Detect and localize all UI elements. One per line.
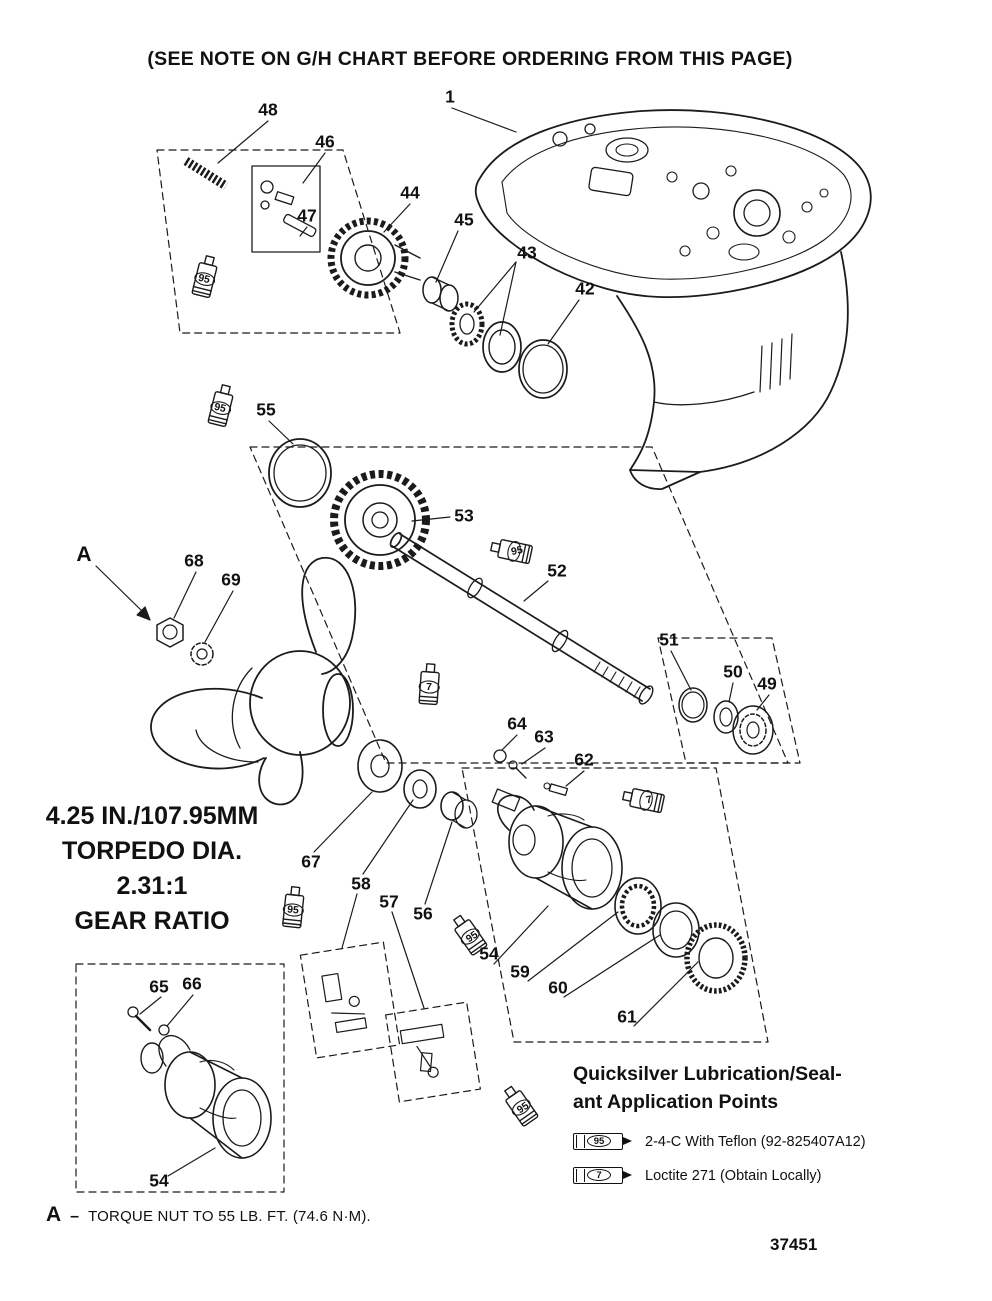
dashed-zone-boxes — [75, 149, 801, 1193]
lube-tubes — [191, 255, 665, 1127]
lube-legend: Quicksilver Lubrication/Seal- ant Applic… — [573, 1060, 973, 1184]
gear-spec-block: 4.25 IN./107.95MM TORPEDO DIA. 2.31:1 GE… — [0, 799, 326, 939]
callout-54-lower: 54 — [149, 1170, 169, 1191]
legend-item-loctite: 7 Loctite 271 (Obtain Locally) — [573, 1167, 973, 1184]
footnote-text: TORQUE NUT TO 55 LB. FT. (74.6 N·M). — [88, 1208, 371, 1225]
pinion-gear-stack — [327, 217, 568, 399]
callout-65: 65 — [149, 976, 169, 997]
callout-42: 42 — [575, 278, 595, 299]
callout-1: 1 — [445, 86, 455, 107]
legend-item-teflon: 95 2-4-C With Teflon (92-825407A12) — [573, 1133, 973, 1150]
callout-51: 51 — [659, 629, 679, 650]
callout-58: 58 — [351, 873, 371, 894]
tube-code-95-3: 95 — [510, 543, 524, 559]
callout-64: 64 — [507, 713, 527, 734]
thrust-washers-shape — [357, 739, 569, 829]
legend-item-text: 2-4-C With Teflon (92-825407A12) — [645, 1133, 866, 1150]
callout-49: 49 — [757, 673, 777, 694]
bearing-carrier-shape — [491, 788, 623, 910]
callout-59: 59 — [510, 961, 530, 982]
spec-torpedo-label: TORPEDO DIA. — [61, 837, 243, 865]
legend-title: Quicksilver Lubrication/Seal- ant Applic… — [573, 1060, 973, 1116]
hardware-box-2-shape — [399, 1023, 445, 1078]
callout-48: 48 — [258, 99, 278, 120]
leader-lines — [95, 107, 770, 1177]
tube-code-7-1: 7 — [426, 681, 432, 693]
callout-43: 43 — [517, 242, 537, 263]
legend-item-text: Loctite 271 (Obtain Locally) — [645, 1167, 822, 1184]
callout-62: 62 — [574, 749, 594, 770]
callout-47: 47 — [297, 205, 317, 226]
arrowhead-a — [136, 606, 151, 621]
legend-title-line2: ant Application Points — [573, 1091, 779, 1113]
lube-tube-icon: 95 — [573, 1133, 632, 1150]
o-ring-55-shape — [268, 438, 332, 508]
callout-67: 67 — [301, 851, 321, 872]
drawing-number: 37451 — [770, 1235, 818, 1254]
callout-68: 68 — [184, 550, 204, 571]
gear-housing-shape — [474, 109, 872, 490]
tube-code-label: 95 — [587, 1135, 611, 1148]
spec-gear-ratio-value: 2.31:1 — [116, 872, 188, 900]
callout-55: 55 — [256, 399, 276, 420]
rear-bearing-stack-shape — [614, 877, 748, 994]
callout-a: A — [76, 543, 92, 566]
parts-box-shape — [251, 165, 321, 253]
driven-gear-shape — [330, 470, 430, 570]
prop-shaft-shape — [389, 532, 654, 705]
hardware-box-1-shape — [321, 972, 368, 1034]
callout-46: 46 — [315, 131, 335, 152]
callout-54-upper: 54 — [479, 943, 499, 964]
prop-nut-shape — [156, 617, 214, 666]
tube-code-95-1: 95 — [196, 271, 212, 287]
spec-torpedo-diameter: 4.25 IN./107.95MM — [45, 802, 259, 830]
legend-title-line1: Quicksilver Lubrication/Seal- — [573, 1063, 842, 1085]
shaft-end-parts-shape — [678, 687, 774, 755]
footnote-ref: A — [46, 1203, 62, 1226]
callout-57: 57 — [379, 891, 399, 912]
lube-tube-icon: 7 — [573, 1167, 632, 1184]
tube-code-label: 7 — [587, 1169, 611, 1182]
propeller-shape — [150, 557, 357, 806]
callout-60: 60 — [548, 977, 568, 998]
callout-45: 45 — [454, 209, 474, 230]
lower-carrier-shape — [127, 1006, 272, 1159]
callout-56: 56 — [413, 903, 433, 924]
callout-53: 53 — [454, 505, 474, 526]
callout-61: 61 — [617, 1006, 637, 1027]
callout-63: 63 — [534, 726, 554, 747]
torque-footnote: A – TORQUE NUT TO 55 LB. FT. (74.6 N·M). — [46, 1203, 371, 1227]
tube-code-95-2: 95 — [212, 400, 228, 416]
callout-52: 52 — [547, 560, 567, 581]
callout-69: 69 — [221, 569, 241, 590]
callout-66: 66 — [182, 973, 202, 994]
spring-shape — [183, 157, 229, 190]
spec-gear-ratio-label: GEAR RATIO — [74, 907, 230, 935]
header-note: (SEE NOTE ON G/H CHART BEFORE ORDERING F… — [147, 48, 793, 70]
callout-44: 44 — [400, 182, 420, 203]
footnote-dash: – — [70, 1208, 80, 1225]
callout-50: 50 — [723, 661, 743, 682]
